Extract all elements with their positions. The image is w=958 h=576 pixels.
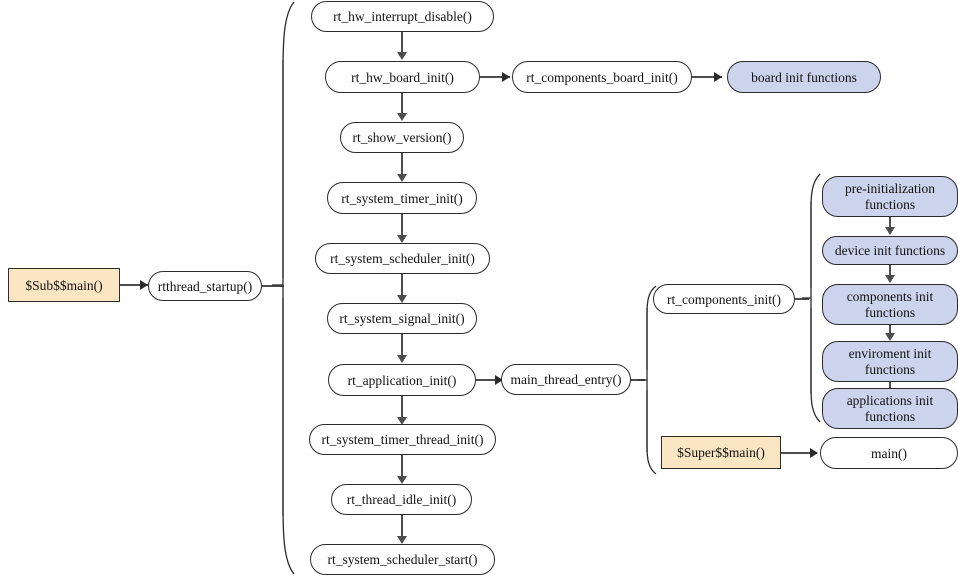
edge-init-3-4 [889,382,891,393]
edge-init-2-3 [889,325,891,336]
node-label: rt_system_timer_thread_init() [321,432,484,447]
node-main-thread-entry[interactable]: main_thread_entry() [501,364,631,395]
node-rtthread-startup[interactable]: rtthread_startup() [148,271,262,301]
node-label: enviroment init functions [848,345,932,377]
arrowhead-init-2-3 [885,333,895,341]
node-label: rt_components_board_init() [526,69,678,85]
node-label: main() [871,445,907,461]
node-label: rt_hw_board_init() [351,69,454,85]
node-label: $Sub$$main() [25,277,103,293]
edge-appinit-to-mainthread [476,379,502,381]
arrowhead-supermain-to-main [810,448,818,458]
edge-componentsinit-to-brace [795,298,809,300]
node-rt-hw-board-init[interactable]: rt_hw_board_init() [325,61,480,93]
node-label: components init functions [846,288,934,320]
node-rt-components-init[interactable]: rt_components_init() [653,284,795,314]
edge-startup-to-brace [262,285,284,287]
node-rt-thread-idle-init[interactable]: rt_thread_idle_init() [331,484,472,515]
node-label: rt_hw_interrupt_disable() [333,9,472,24]
edge-chain-7-8 [401,455,403,478]
edge-init-0-1 [889,217,891,231]
node-label: rt_application_init() [347,372,457,388]
edge-chain-8-9 [401,515,403,538]
brace-init-functions [802,172,822,424]
node-label: $Super$$main() [677,445,765,460]
brace-main-thread-entry [638,284,658,476]
node-label: rtthread_startup() [157,278,253,294]
node-label: pre-initialization functions [845,180,935,212]
node-rt-hw-interrupt-disable[interactable]: rt_hw_interrupt_disable() [311,1,494,32]
node-label: main_thread_entry() [510,372,622,387]
edge-chain-5-6 [401,334,403,357]
brace-startup-chain [270,0,296,576]
arrowhead-chain-5-6 [397,355,407,363]
arrowhead-chain-6-7 [397,417,407,425]
node-pre-initialization-functions[interactable]: pre-initialization functions [822,176,958,217]
node-label: rt_system_scheduler_start() [327,552,478,567]
arrowhead-appinit-to-mainthread [495,375,503,385]
arrowhead-boardinit-to-components [502,72,510,82]
node-label: board init functions [751,69,857,85]
arrowhead-init-0-1 [885,227,895,235]
edge-chain-6-7 [401,396,403,419]
edge-chain-0-1 [401,32,403,54]
node-rt-system-signal-init[interactable]: rt_system_signal_init() [327,303,477,334]
node-label: rt_system_signal_init() [339,311,465,326]
edge-supermain-to-main [781,452,817,454]
node-label: rt_components_init() [667,291,781,307]
arrowhead-chain-4-5 [397,295,407,303]
arrowhead-submain-to-startup [140,280,148,290]
node-rt-show-version[interactable]: rt_show_version() [340,122,464,153]
arrowhead-chain-1-2 [397,113,407,121]
node-main[interactable]: main() [820,437,958,469]
node-label: rt_show_version() [352,130,452,145]
node-label: rt_thread_idle_init() [346,492,457,507]
edge-chain-2-3 [401,153,403,176]
edge-chain-3-4 [401,214,403,237]
node-board-init-functions[interactable]: board init functions [727,61,881,93]
node-device-init-functions[interactable]: device init functions [822,236,958,265]
node-enviroment-init-functions[interactable]: enviroment init functions [822,341,958,382]
edge-boardinit-to-components [480,76,510,78]
node-sub-main[interactable]: $Sub$$main() [8,268,120,302]
edge-submain-to-startup [120,284,148,286]
edge-init-1-2 [889,265,891,279]
arrowhead-chain-2-3 [397,174,407,182]
arrowhead-init-1-2 [885,275,895,283]
node-super-main[interactable]: $Super$$main() [661,436,781,469]
node-rt-system-timer-thread-init[interactable]: rt_system_timer_thread_init() [309,424,496,455]
edge-components-to-boardfuncs [692,76,722,78]
node-label: rt_system_timer_init() [341,190,463,206]
node-rt-components-board-init[interactable]: rt_components_board_init() [512,61,692,93]
edge-chain-4-5 [401,274,403,297]
node-rt-application-init[interactable]: rt_application_init() [328,364,476,396]
node-label: device init functions [834,243,946,258]
edge-chain-1-2 [401,93,403,115]
node-label: rt_system_scheduler_init() [330,251,475,266]
node-components-init-functions[interactable]: components init functions [822,284,958,325]
arrowhead-chain-0-1 [397,52,407,60]
arrowhead-chain-7-8 [397,476,407,484]
node-label: applications init functions [846,392,934,424]
node-rt-system-scheduler-start[interactable]: rt_system_scheduler_start() [310,544,495,575]
arrowhead-chain-8-9 [397,536,407,544]
node-rt-system-timer-init[interactable]: rt_system_timer_init() [327,182,477,214]
arrowhead-components-to-boardfuncs [714,72,722,82]
node-rt-system-scheduler-init[interactable]: rt_system_scheduler_init() [315,243,490,274]
arrowhead-chain-3-4 [397,235,407,243]
node-applications-init-functions[interactable]: applications init functions [822,388,958,429]
